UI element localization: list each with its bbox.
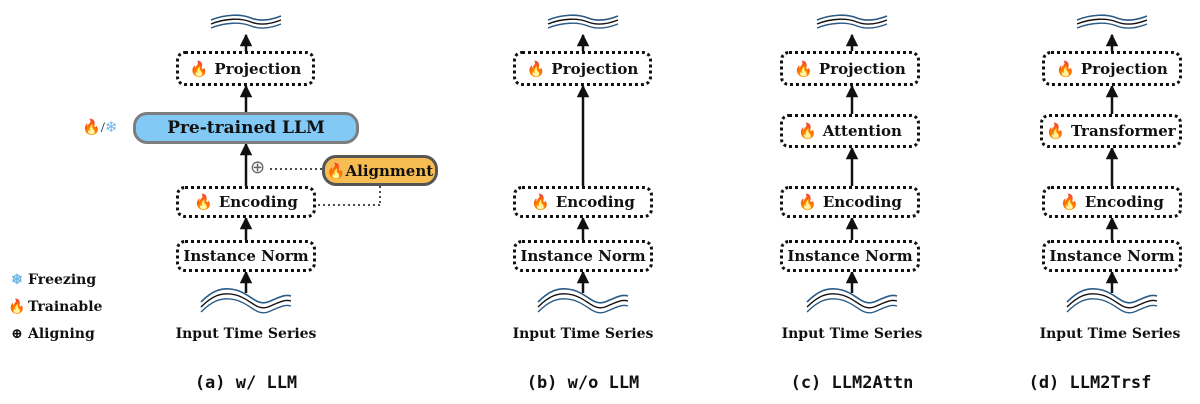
panel-d-instance-norm-box: Instance Norm — [1042, 240, 1182, 272]
panel-a-encoding-box: 🔥 Encoding — [176, 186, 316, 218]
norm-label: Instance Norm — [183, 247, 309, 265]
llm-label: Pre-trained LLM — [167, 118, 325, 138]
fire-icon: 🔥 — [1060, 193, 1079, 211]
projection-label: Projection — [818, 59, 906, 78]
panel-b-instance-norm-box: Instance Norm — [513, 240, 653, 272]
norm-label: Instance Norm — [1049, 247, 1175, 265]
panel-b-input-label: Input Time Series — [512, 326, 654, 342]
panel-d-encoding-box: 🔥 Encoding — [1042, 186, 1182, 218]
aligning-plus-icon: ⊕ — [250, 157, 266, 177]
snowflake-icon: ❄ — [11, 271, 23, 288]
panel-c-projection-box: 🔥 Projection — [780, 51, 920, 86]
fire-icon: 🔥 — [526, 59, 546, 78]
fire-icon: 🔥 — [8, 298, 26, 315]
fire-icon: 🔥 — [82, 120, 101, 136]
attention-label: Attention — [822, 122, 902, 140]
legend-label: Aligning — [28, 325, 95, 342]
fire-icon: 🔥 — [798, 193, 817, 211]
panel-a-instance-norm-box: Instance Norm — [176, 240, 316, 272]
panel-c-caption: (c) LLM2Attn — [790, 373, 914, 393]
encoding-label: Encoding — [822, 193, 902, 211]
panel-a-alignment-box: 🔥 Alignment — [322, 155, 438, 186]
fire-icon: 🔥 — [189, 59, 209, 78]
panel-a-pretrained-llm-box: Pre-trained LLM — [133, 112, 359, 144]
fire-icon: 🔥 — [794, 59, 813, 78]
projection-label: Projection — [551, 59, 639, 78]
panel-a-projection-box: 🔥 Projection — [176, 51, 315, 86]
panel-c-input-label: Input Time Series — [781, 326, 923, 342]
legend-label: Freezing — [28, 271, 97, 288]
panel-a-lines — [200, 14, 381, 314]
panel-b-caption: (b) w/o LLM — [526, 373, 640, 393]
panel-c-attention-box: 🔥 Attention — [780, 114, 920, 148]
projection-label: Projection — [214, 59, 302, 78]
slash-separator: / — [100, 120, 105, 136]
fire-icon: 🔥 — [194, 193, 213, 211]
freeze-or-train-indicator: 🔥/❄ — [82, 118, 117, 137]
fire-icon: 🔥 — [798, 122, 817, 140]
legend-item-trainable: 🔥 Trainable — [6, 293, 102, 320]
panel-c-instance-norm-box: Instance Norm — [780, 240, 920, 272]
snowflake-icon: ❄ — [104, 120, 118, 136]
legend-item-aligning: ⊕ Aligning — [6, 320, 102, 347]
panel-a-input-label: Input Time Series — [175, 326, 317, 342]
legend-item-freezing: ❄ Freezing — [6, 266, 102, 293]
panel-d-caption: (d) LLM2Trsf — [1028, 373, 1152, 393]
norm-label: Instance Norm — [787, 247, 913, 265]
panel-c-lines — [806, 14, 898, 314]
encoding-label: Encoding — [218, 193, 298, 211]
fire-icon: 🔥 — [1046, 122, 1065, 140]
panel-a-caption: (a) w/ LLM — [194, 373, 298, 393]
panel-d-lines — [1066, 14, 1158, 314]
panel-d-transformer-box: 🔥 Transformer — [1040, 114, 1182, 148]
panel-b-projection-box: 🔥 Projection — [513, 51, 652, 86]
panel-c-encoding-box: 🔥 Encoding — [780, 186, 920, 218]
panel-b-lines — [537, 14, 629, 314]
plus-circle-icon: ⊕ — [11, 325, 23, 342]
alignment-label: Alignment — [345, 161, 434, 180]
panel-d-projection-box: 🔥 Projection — [1042, 51, 1182, 86]
fire-icon: 🔥 — [1056, 59, 1075, 78]
encoding-label: Encoding — [555, 193, 635, 211]
projection-label: Projection — [1080, 59, 1168, 78]
panel-d-input-label: Input Time Series — [1039, 326, 1181, 342]
norm-label: Instance Norm — [520, 247, 646, 265]
fire-icon: 🔥 — [531, 193, 550, 211]
encoding-label: Encoding — [1084, 193, 1164, 211]
transformer-label: Transformer — [1070, 122, 1176, 140]
panel-b-encoding-box: 🔥 Encoding — [513, 186, 653, 218]
legend-label: Trainable — [28, 298, 103, 315]
legend: ❄ Freezing 🔥 Trainable ⊕ Aligning — [6, 266, 102, 347]
fire-icon: 🔥 — [326, 161, 346, 180]
